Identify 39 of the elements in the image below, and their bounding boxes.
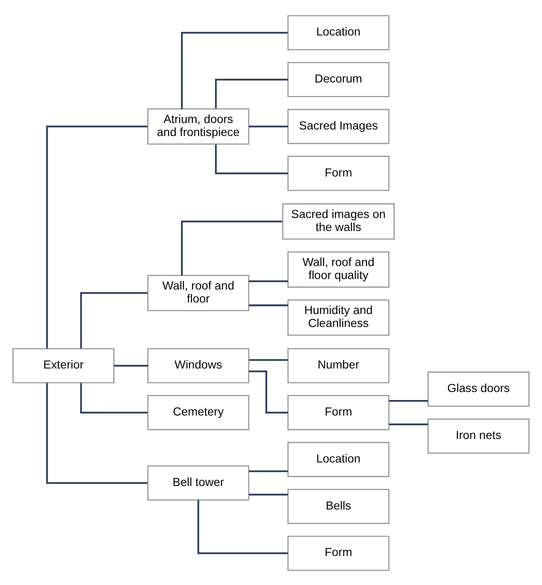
node-box: Atrium, doors and frontispiece <box>147 108 250 144</box>
connector <box>197 499 288 554</box>
node-box: Humidity and Cleanliness <box>287 298 390 336</box>
node-box: Location <box>287 441 390 477</box>
connector <box>248 280 288 282</box>
node-box: Cemetery <box>147 394 250 430</box>
node-box: Iron nets <box>428 418 530 454</box>
node-box: Bell tower <box>147 464 250 500</box>
connector <box>46 125 148 348</box>
connector <box>80 382 148 413</box>
connector <box>181 220 282 275</box>
node-box: Sacred Images <box>287 108 390 144</box>
node-box: Number <box>287 348 390 383</box>
connector <box>389 422 428 425</box>
connector <box>114 364 148 366</box>
node-box: Form <box>287 394 390 430</box>
node-box: Form <box>287 155 390 190</box>
connector <box>181 31 288 108</box>
connector <box>248 358 288 360</box>
node-box: Bells <box>287 488 390 524</box>
node-box: Windows <box>147 348 250 383</box>
node-box: Wall, roof and floor quality <box>287 250 390 288</box>
connector <box>80 292 148 348</box>
node-box: Form <box>287 535 390 570</box>
node-box: Decorum <box>287 62 390 97</box>
node-box: Exterior <box>12 348 114 383</box>
connector <box>215 78 288 108</box>
connector <box>248 370 288 413</box>
node-box: Sacred images on the walls <box>282 202 395 240</box>
connector <box>248 493 288 496</box>
connector <box>248 125 288 127</box>
node-box: Location <box>287 14 390 50</box>
connector <box>215 144 288 174</box>
connector <box>46 382 148 484</box>
node-box: Wall, roof and floor <box>147 274 250 311</box>
connector <box>248 304 288 306</box>
node-box: Glass doors <box>428 371 530 406</box>
connector <box>248 470 288 472</box>
connector <box>389 400 428 402</box>
